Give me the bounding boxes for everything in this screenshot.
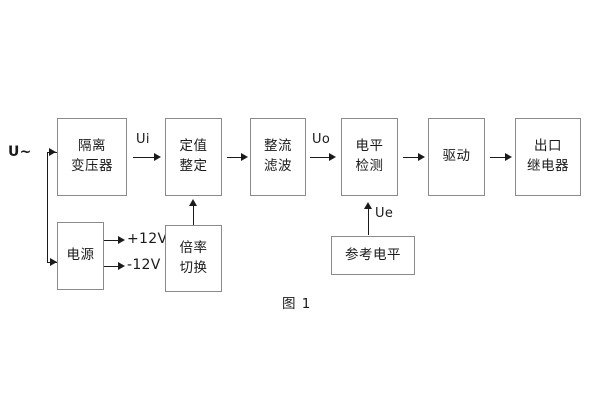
block-isolation-transformer-line-1: 隔离 bbox=[78, 138, 106, 155]
figure-caption: 图 1 bbox=[282, 296, 312, 312]
block-reference-level-line-1: 参考电平 bbox=[345, 246, 401, 263]
arrow-setting-to-rectifier bbox=[241, 153, 248, 161]
connector-multiplier-to-setting bbox=[193, 204, 194, 225]
signal-label-uo: Uo bbox=[312, 132, 331, 147]
connector-reference-to-level bbox=[368, 207, 369, 235]
block-multiplier-switch[interactable]: 倍率 切换 bbox=[165, 225, 222, 292]
block-setting-value-line-2: 整定 bbox=[179, 158, 208, 174]
block-setting-value-line-1: 定值 bbox=[179, 138, 208, 155]
arrow-to-power-supply bbox=[50, 258, 57, 266]
block-power-supply[interactable]: 电源 bbox=[57, 222, 104, 290]
connector-transformer-to-setting bbox=[133, 157, 156, 158]
connector-setting-to-rectifier bbox=[227, 157, 245, 158]
block-output-relay[interactable]: 出口 继电器 bbox=[515, 118, 581, 196]
arrow-multiplier-to-setting bbox=[189, 199, 197, 206]
block-isolation-transformer[interactable]: 隔离 变压器 bbox=[57, 118, 127, 196]
rail-positive-line bbox=[104, 240, 121, 241]
arrow-rectifier-to-level bbox=[329, 153, 336, 161]
source-arrowhead-left bbox=[49, 148, 56, 156]
rail-negative-arrow bbox=[118, 262, 125, 270]
arrow-transformer-to-setting bbox=[154, 153, 161, 161]
signal-label-ue: Ue bbox=[375, 206, 394, 221]
block-driver-line-1: 驱动 bbox=[442, 148, 471, 165]
block-rectifier-filter-line-2: 滤波 bbox=[264, 158, 292, 174]
connector-rectifier-to-level bbox=[310, 157, 332, 158]
block-driver[interactable]: 驱动 bbox=[428, 118, 485, 196]
connector-driver-to-relay bbox=[490, 157, 509, 158]
block-level-detection-line-2: 检测 bbox=[355, 158, 384, 174]
block-power-supply-line-1: 电源 bbox=[66, 247, 95, 264]
block-level-detection-line-1: 电平 bbox=[355, 138, 384, 155]
arrow-driver-to-relay bbox=[505, 153, 512, 161]
rail-positive-arrow bbox=[118, 236, 125, 244]
block-reference-level[interactable]: 参考电平 bbox=[331, 236, 415, 275]
block-output-relay-line-2: 继电器 bbox=[527, 158, 569, 174]
connector-level-to-driver bbox=[403, 157, 422, 158]
source-label-u: U~ bbox=[8, 144, 32, 160]
block-output-relay-line-1: 出口 bbox=[534, 138, 562, 155]
rail-negative-line bbox=[104, 266, 121, 267]
rail-positive-label: +12V bbox=[127, 231, 168, 247]
arrow-level-to-driver bbox=[418, 153, 425, 161]
block-multiplier-switch-line-2: 切换 bbox=[179, 259, 208, 276]
block-rectifier-filter-line-1: 整流 bbox=[264, 138, 292, 155]
block-multiplier-switch-line-1: 倍率 bbox=[179, 239, 208, 256]
block-setting-value[interactable]: 定值 整定 bbox=[165, 118, 222, 196]
block-level-detection[interactable]: 电平 检测 bbox=[341, 118, 398, 196]
block-isolation-transformer-line-2: 变压器 bbox=[71, 158, 113, 174]
arrow-reference-to-level bbox=[364, 202, 372, 209]
signal-label-ui: Ui bbox=[136, 132, 150, 147]
block-rectifier-filter[interactable]: 整流 滤波 bbox=[250, 118, 306, 196]
rail-negative-label: -12V bbox=[127, 257, 161, 273]
source-bus-vertical bbox=[47, 152, 48, 262]
